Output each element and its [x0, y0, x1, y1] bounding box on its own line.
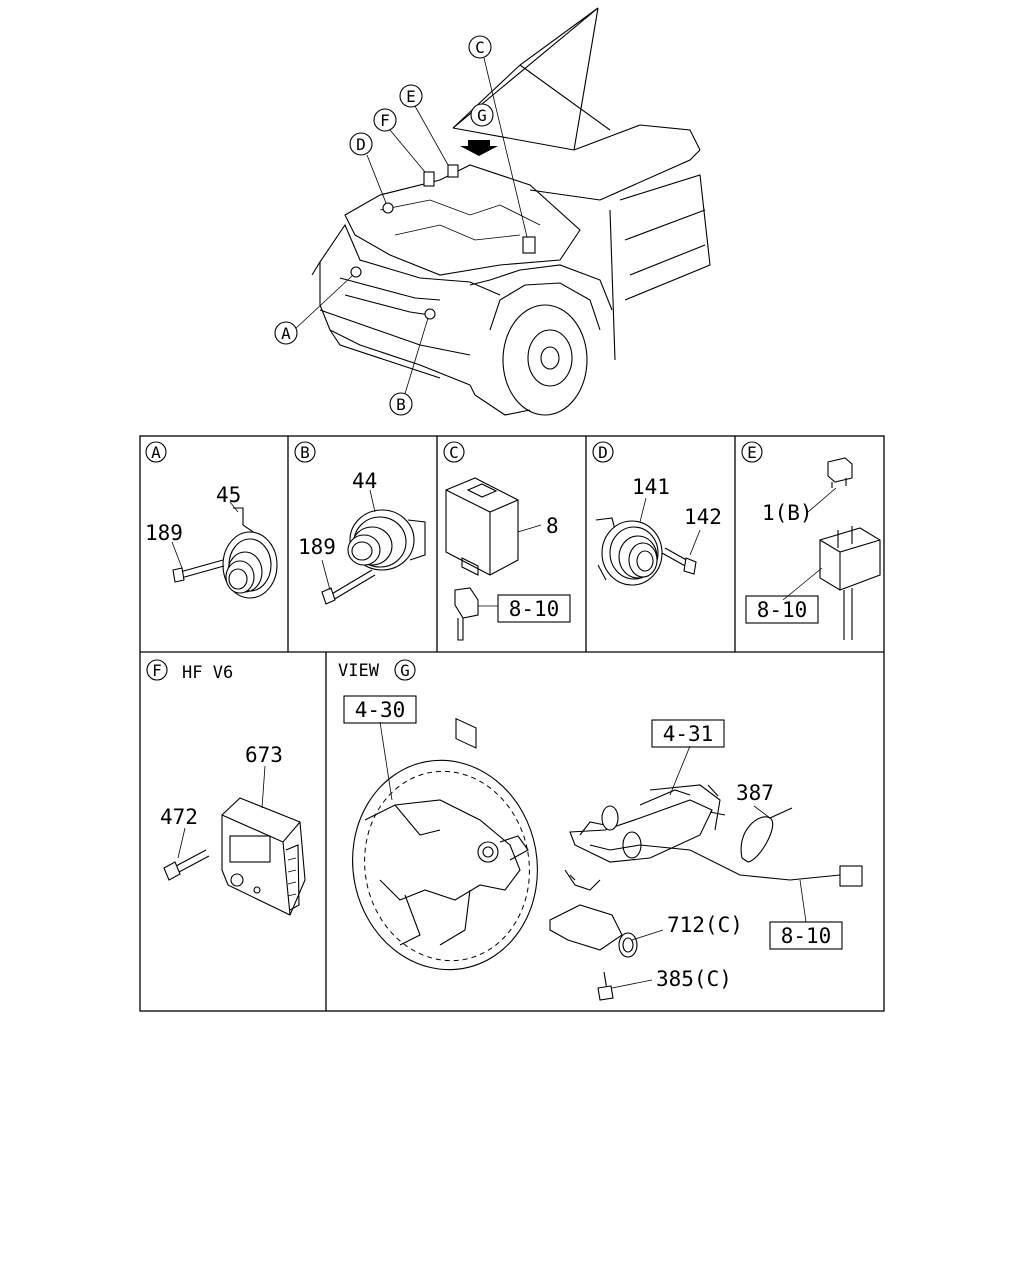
- bolt-drawing: [172, 559, 225, 583]
- part-number-673: 673: [245, 743, 283, 767]
- panel-e: E 1(B) 8-10: [741, 441, 881, 640]
- panel-e-letter: E: [747, 443, 757, 462]
- ref-4-30: 4-30: [355, 698, 406, 722]
- relay-drawing: [819, 457, 881, 640]
- steering-wheel-drawing: [352, 759, 538, 971]
- bolt-drawing: [321, 569, 376, 605]
- bolt-drawing: [163, 849, 210, 881]
- ref-box: [343, 695, 417, 724]
- vehicle-overview: [293, 7, 711, 416]
- part-number-385c: 385(C): [656, 967, 732, 991]
- panel-f-letter: F: [152, 661, 162, 680]
- part-number-141: 141: [632, 475, 670, 499]
- ref-8-10: 8-10: [781, 924, 832, 948]
- overview-callout-f: F: [373, 108, 397, 132]
- module-drawing: [221, 797, 306, 916]
- overview-callout-g: G: [470, 103, 494, 127]
- panel-a: A 45 189: [145, 441, 278, 599]
- part-number-45: 45: [216, 483, 241, 507]
- panel-f-title: HF V6: [182, 663, 233, 683]
- svg-text:C: C: [475, 38, 485, 57]
- svg-text:A: A: [281, 324, 291, 343]
- svg-text:D: D: [356, 135, 366, 154]
- part-number-712c: 712(C): [667, 913, 743, 937]
- overview-callout-c: C: [468, 35, 492, 59]
- part-number-472: 472: [160, 805, 198, 829]
- ref-8-10: 8-10: [509, 597, 560, 621]
- panel-c-letter: C: [449, 443, 459, 462]
- part-number-189: 189: [145, 521, 183, 545]
- part-number-189: 189: [298, 535, 336, 559]
- control-module-drawing: [445, 477, 519, 749]
- panel-b-letter: B: [300, 443, 310, 462]
- ref-box: [769, 921, 843, 950]
- ref-4-31: 4-31: [663, 722, 714, 746]
- ref-box: [745, 595, 819, 624]
- overview-callout-d: D: [349, 132, 373, 156]
- panel-c: C 8 8-10: [443, 441, 571, 749]
- part-number-44: 44: [352, 469, 377, 493]
- ref-8-10: 8-10: [757, 598, 808, 622]
- panel-d-letter: D: [598, 443, 608, 462]
- panel-g-view-label: VIEW: [338, 661, 380, 681]
- wire-harness-drawing: [564, 844, 863, 891]
- bolt-drawing: [661, 547, 697, 575]
- panel-d-callout: [592, 441, 614, 463]
- panel-e-callout: [741, 441, 763, 463]
- overview-callout-a: A: [274, 321, 298, 345]
- panel-g-callout: [394, 659, 416, 681]
- part-number-1b: 1(B): [762, 501, 813, 525]
- svg-text:G: G: [477, 106, 487, 125]
- overview-callout-b: B: [389, 392, 413, 416]
- lock-cylinder-drawing: [549, 904, 638, 958]
- panel-f: F HF V6 673 472: [146, 659, 306, 916]
- steering-column-drawing: [569, 784, 726, 863]
- part-number-142: 142: [684, 505, 722, 529]
- panel-f-callout: [146, 659, 168, 681]
- panel-a-callout: [145, 441, 167, 463]
- panel-b-callout: [294, 441, 316, 463]
- ref-box: [497, 594, 571, 623]
- detail-grid: [139, 435, 885, 1012]
- cable-tie-drawing: [740, 807, 793, 863]
- svg-text:E: E: [406, 87, 416, 106]
- panel-d: D 141 142: [592, 441, 722, 586]
- connector-drawing: [454, 587, 479, 641]
- part-number-8: 8: [546, 514, 559, 538]
- ref-box: [651, 719, 725, 748]
- panel-g-letter: G: [400, 661, 410, 680]
- horn-drawing: [347, 509, 426, 571]
- panel-b: B 44 189: [294, 441, 426, 605]
- panel-a-letter: A: [151, 443, 161, 462]
- screw-drawing: [597, 971, 614, 1001]
- svg-text:B: B: [396, 395, 406, 414]
- part-number-387: 387: [736, 781, 774, 805]
- panel-g: VIEW G: [338, 659, 863, 1001]
- horn-drawing: [595, 517, 663, 586]
- overview-callout-e: E: [399, 84, 423, 108]
- panel-c-callout: [443, 441, 465, 463]
- svg-text:F: F: [380, 111, 390, 130]
- horn-drawing: [222, 507, 278, 599]
